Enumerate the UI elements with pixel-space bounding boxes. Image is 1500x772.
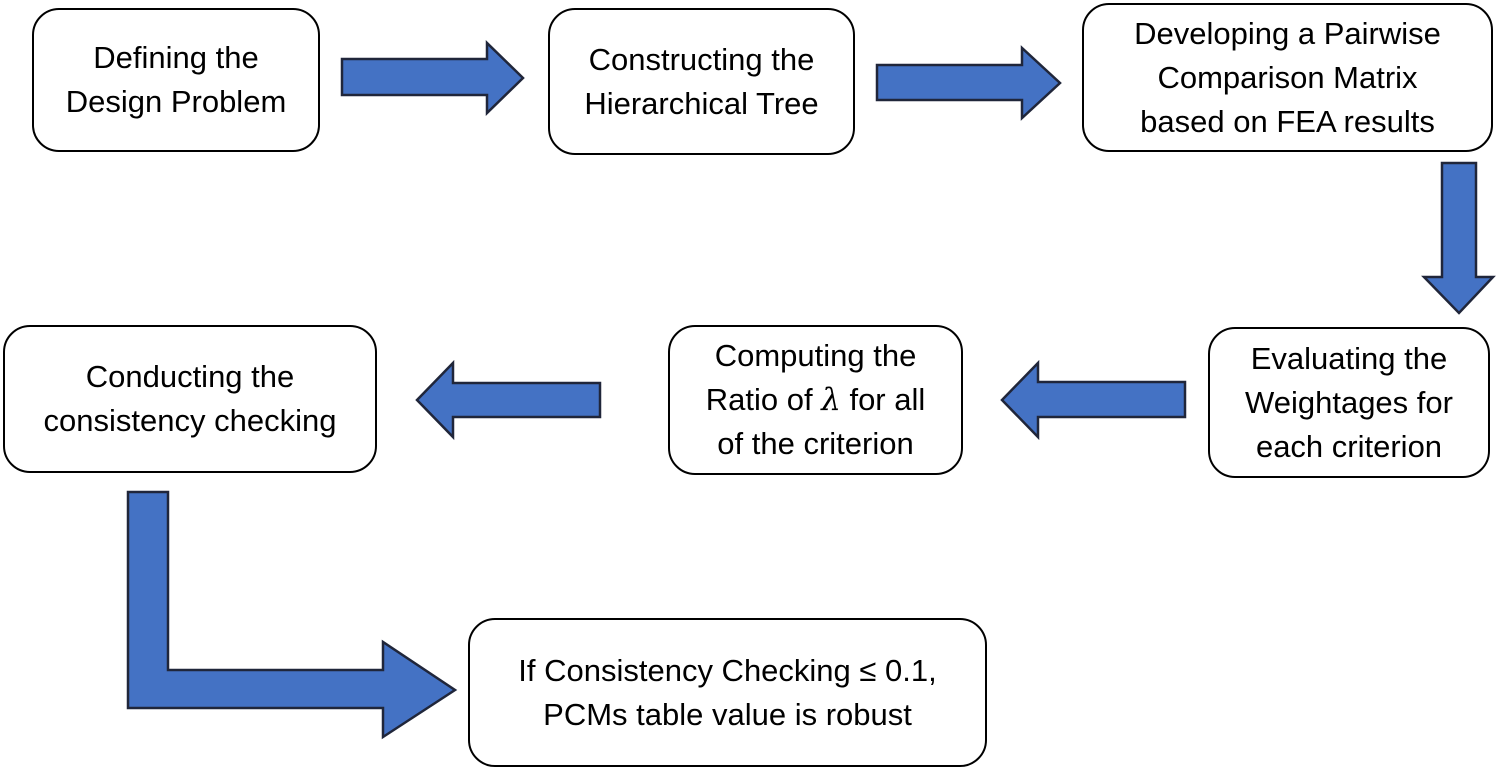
arrow-elbow-icon-conducting-to-result	[126, 490, 458, 740]
flow-box-constructing-hierarchical-tree: Constructing the Hierarchical Tree	[548, 8, 855, 155]
flow-box-label: Developing a Pairwise Comparison Matrix …	[1134, 15, 1441, 139]
lambda-symbol: λ	[821, 382, 841, 418]
arrow-right-icon-defining-to-constructing	[340, 40, 525, 116]
flow-box-line: of the criterion	[717, 426, 914, 461]
flow-box-line: Computing the	[714, 338, 917, 373]
arrow-left-icon-evaluating-to-computing	[1000, 359, 1187, 441]
flow-box-developing-pcm: Developing a Pairwise Comparison Matrix …	[1082, 3, 1493, 152]
flow-box-label: If Consistency Checking ≤ 0.1, PCMs tabl…	[518, 652, 937, 732]
arrow-left-icon-computing-to-conducting	[415, 359, 602, 441]
lambda-line-prefix: Ratio of	[705, 382, 822, 417]
flow-box-label: Conducting the consistency checking	[43, 359, 337, 438]
flow-box-evaluating-weightages: Evaluating the Weightages for each crite…	[1208, 327, 1490, 478]
flow-box-label: Defining the Design Problem	[65, 40, 287, 119]
flow-box-label: Constructing the Hierarchical Tree	[584, 41, 819, 121]
lambda-line-suffix: for all	[840, 382, 926, 417]
flow-box-label: Evaluating the Weightages for each crite…	[1245, 340, 1453, 464]
flow-box-line: Ratio of λ for all	[706, 378, 926, 422]
arrow-down-icon-developing-to-evaluating	[1421, 161, 1496, 315]
flow-box-consistency-checking: Conducting the consistency checking	[3, 325, 377, 473]
flow-box-defining-design-problem: Defining the Design Problem	[32, 8, 320, 152]
flow-box-computing-ratio: Computing the Ratio of λ for all of the …	[668, 325, 963, 475]
flow-box-label: Computing the Ratio of λ for all of the …	[706, 334, 926, 466]
arrow-right-icon-constructing-to-developing	[875, 45, 1062, 121]
flow-box-result-robust: If Consistency Checking ≤ 0.1, PCMs tabl…	[468, 618, 987, 767]
